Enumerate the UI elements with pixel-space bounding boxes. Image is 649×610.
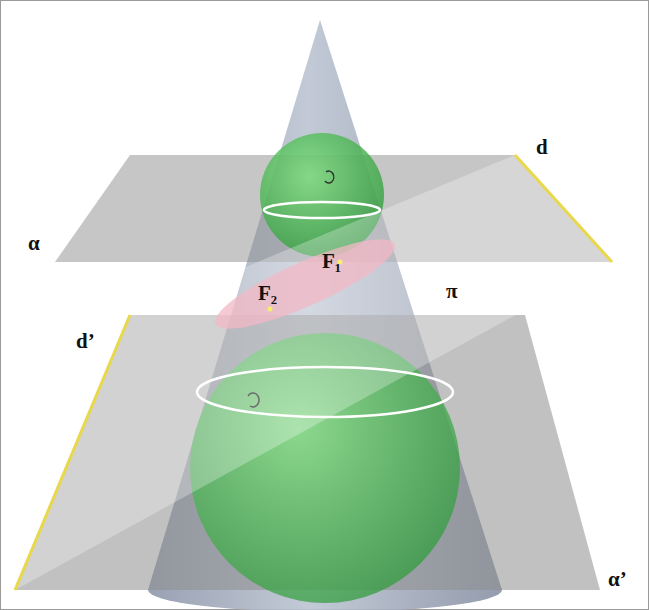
- line-label: d’: [76, 330, 95, 353]
- plane-pi: [15, 155, 612, 590]
- ellipse-section: [207, 224, 404, 344]
- plane-label: π: [446, 280, 458, 303]
- directrix-line: [515, 155, 612, 262]
- rotation-symbol: [325, 171, 334, 183]
- focus-label: F₂: [258, 282, 277, 305]
- tangency-circle: [264, 202, 380, 218]
- focus-label: F₁: [322, 250, 341, 273]
- line-label: d: [536, 136, 548, 159]
- plane-label: α’: [608, 568, 627, 591]
- directrix-line: [15, 315, 130, 590]
- plane-label: α: [28, 232, 40, 255]
- focus-point: [268, 307, 273, 312]
